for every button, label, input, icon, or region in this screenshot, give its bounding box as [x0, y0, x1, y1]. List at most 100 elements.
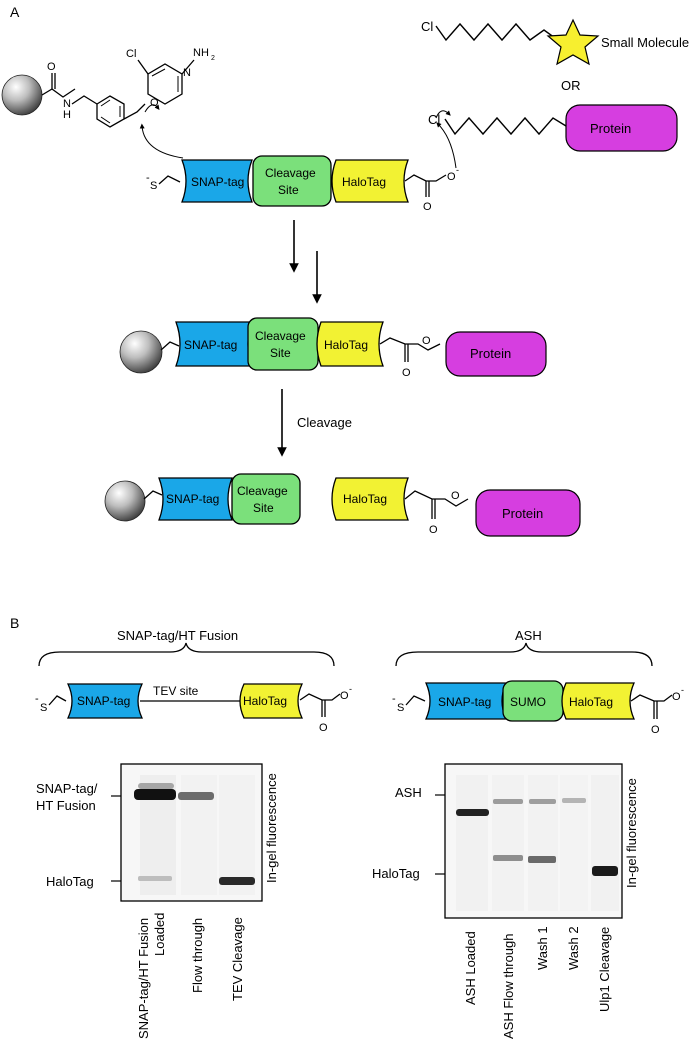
snap-tag-label: SNAP-tag [184, 338, 237, 352]
cleavage-step-label: Cleavage [297, 415, 352, 430]
panel-a-label: A [10, 4, 20, 20]
thiolate-minus: - [35, 693, 39, 705]
cleavage-site-line2: Site [253, 501, 274, 515]
snap-tag-label: SNAP-tag [166, 492, 219, 506]
carboxylate-o-bottom: O [319, 722, 328, 734]
band-halotag-tev [219, 877, 255, 885]
carboxylate-o-bottom: O [423, 201, 432, 213]
amine-sub2: 2 [211, 55, 215, 62]
halotag-label: HaloTag [243, 694, 287, 708]
halotag-label: HaloTag [569, 695, 613, 709]
right-lane-label-1: ASH Loaded [463, 931, 478, 1005]
left-construct: - S SNAP-tag TEV site HaloTag O O - [35, 683, 352, 734]
snap-tag-label: SNAP-tag [191, 175, 244, 189]
halotag-label: HaloTag [324, 338, 368, 352]
right-lane-label-3: Wash 1 [535, 926, 550, 970]
halotag-label: HaloTag [343, 492, 387, 506]
construct-start: - S SNAP-tag Cleavage Site HaloTag O O - [146, 122, 459, 213]
left-brace [38, 642, 335, 667]
cleavage-site-domain [247, 317, 319, 371]
cleavage-site-domain [231, 473, 301, 525]
small-molecule-reagent: Cl Small Molecule [421, 18, 689, 66]
protein-label: Protein [502, 506, 543, 521]
snap-tag-domain [158, 477, 233, 521]
cleavage-site-line1: Cleavage [237, 484, 288, 498]
amide-h: H [63, 109, 71, 121]
protein-label: Protein [590, 121, 631, 136]
protein-label: Protein [470, 346, 511, 361]
carboxylate-minus: - [456, 165, 459, 175]
cleavage-site-line2: Site [270, 346, 291, 360]
carbonyl-o: O [402, 367, 411, 379]
left-construct-title: SNAP-tag/HT Fusion [117, 628, 238, 643]
band-halotag-ulp1 [592, 866, 618, 876]
right-construct-title: ASH [515, 628, 542, 643]
left-band-label-halotag: HaloTag [46, 874, 94, 889]
band-ash-flowthrough [493, 799, 523, 804]
snap-tag-domain [181, 159, 253, 203]
thiolate-minus: - [146, 172, 150, 184]
cleavage-site-line2: Site [278, 183, 299, 197]
left-lane-label-3: TEV Cleavage [230, 917, 245, 1001]
left-lane-label-1a: SNAP-tag/HT Fusion [136, 918, 151, 1039]
panel-b-label: B [10, 615, 19, 631]
cleavage-site-domain [252, 155, 332, 207]
right-band-label-ash: ASH [395, 785, 422, 800]
right-gel [435, 763, 623, 919]
halotag-domain [316, 321, 384, 367]
carboxylate-o-bottom: O [651, 724, 660, 736]
ether-o: O [150, 97, 159, 109]
bead [1, 74, 43, 116]
band-halotag-flowthrough [493, 855, 523, 861]
left-side-label: In-gel fluorescence [264, 773, 279, 883]
right-lane-label-5: Ulp1 Cleavage [597, 927, 612, 1012]
halotag-domain [239, 683, 304, 719]
amide-o: O [47, 61, 56, 73]
snap-tag-label: SNAP-tag [438, 695, 491, 709]
left-gel [111, 763, 263, 902]
right-band-label-halotag: HaloTag [372, 866, 420, 881]
right-construct: - S SNAP-tag SUMO HaloTag O O - [392, 680, 684, 736]
left-lane-label-1b: Loaded [152, 913, 167, 956]
amide-n: N [63, 98, 71, 110]
carboxylate-minus: - [349, 684, 352, 694]
or-label: OR [561, 78, 581, 93]
left-band-label-fusion-1: SNAP-tag/ [36, 781, 98, 796]
band-ash-wash2 [562, 798, 586, 803]
protein-shape [565, 104, 678, 152]
right-side-label: In-gel fluorescence [624, 778, 639, 888]
ester-o: O [422, 335, 431, 347]
band-fusion-loaded [134, 789, 176, 800]
carboxylate-o-right: O [672, 691, 681, 703]
right-lane-label-4: Wash 2 [566, 926, 581, 970]
thiolate-s: S [150, 180, 157, 192]
band-ash-loaded [456, 809, 489, 816]
small-molecule-label: Small Molecule [601, 35, 689, 50]
right-brace [395, 642, 653, 667]
thiolate-minus: - [392, 693, 396, 705]
amine-nh: NH [193, 47, 209, 59]
halotag-domain [561, 682, 635, 720]
right-lane-label-2: ASH Flow through [501, 934, 516, 1040]
small-molecule-cl: Cl [421, 19, 433, 34]
halotag-domain [331, 159, 409, 203]
small-molecule-star [546, 18, 600, 66]
construct-cleaved: SNAP-tag Cleavage Site HaloTag O O Prote… [104, 473, 581, 537]
ester-o: O [451, 490, 460, 502]
left-band-label-fusion-2: HT Fusion [36, 798, 96, 813]
carboxylate-o-right: O [340, 690, 349, 702]
snap-tag-domain [66, 683, 144, 719]
left-lane-label-2: Flow through [190, 918, 205, 993]
protein-shape [475, 489, 581, 537]
band-ash-wash1 [529, 799, 556, 804]
bead [104, 480, 146, 522]
tev-site-label: TEV site [153, 684, 199, 698]
band-halotag-wash1 [528, 856, 556, 863]
halotag-label: HaloTag [342, 175, 386, 189]
bead [119, 330, 163, 374]
sumo-label: SUMO [510, 695, 546, 709]
carboxylate-o-right: O [447, 171, 456, 183]
protein-shape [445, 331, 547, 377]
bead-bg-substrate: O N H O N N Cl NH 2 [1, 47, 215, 159]
